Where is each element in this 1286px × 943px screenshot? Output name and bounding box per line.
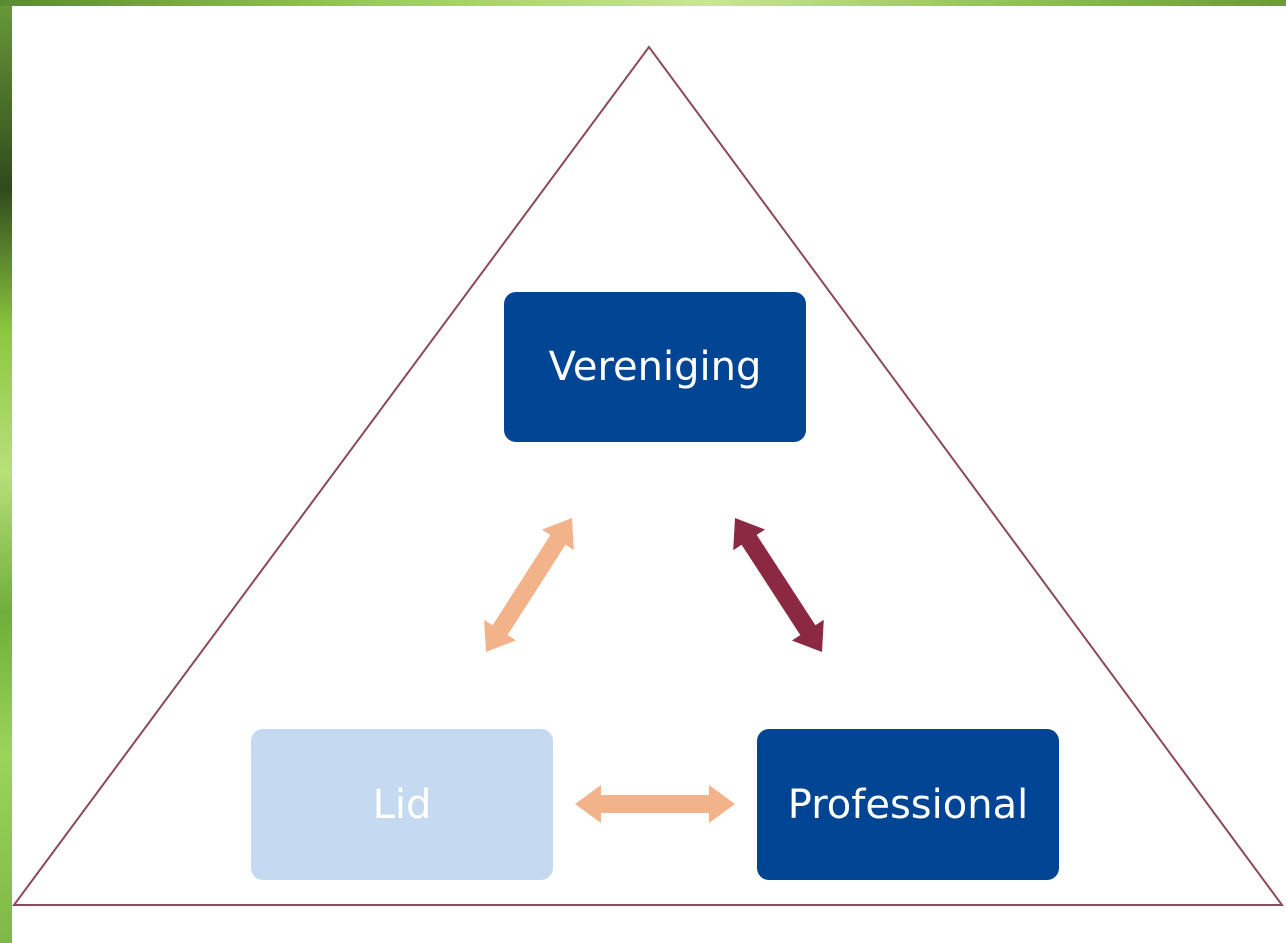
arrow-lid-vereniging	[484, 518, 574, 652]
node-lid-label: Lid	[372, 781, 432, 828]
node-professional-label: Professional	[787, 781, 1029, 828]
arrow-lid-professional	[575, 785, 735, 823]
background-strip-left	[0, 0, 12, 943]
node-vereniging: Vereniging	[504, 292, 806, 442]
node-lid: Lid	[251, 729, 553, 880]
arrow-vereniging-professional	[733, 518, 824, 652]
node-vereniging-label: Vereniging	[548, 344, 762, 390]
triangle-frame	[12, 45, 1284, 906]
background-strip-top	[0, 0, 1286, 6]
node-professional: Professional	[757, 729, 1059, 880]
